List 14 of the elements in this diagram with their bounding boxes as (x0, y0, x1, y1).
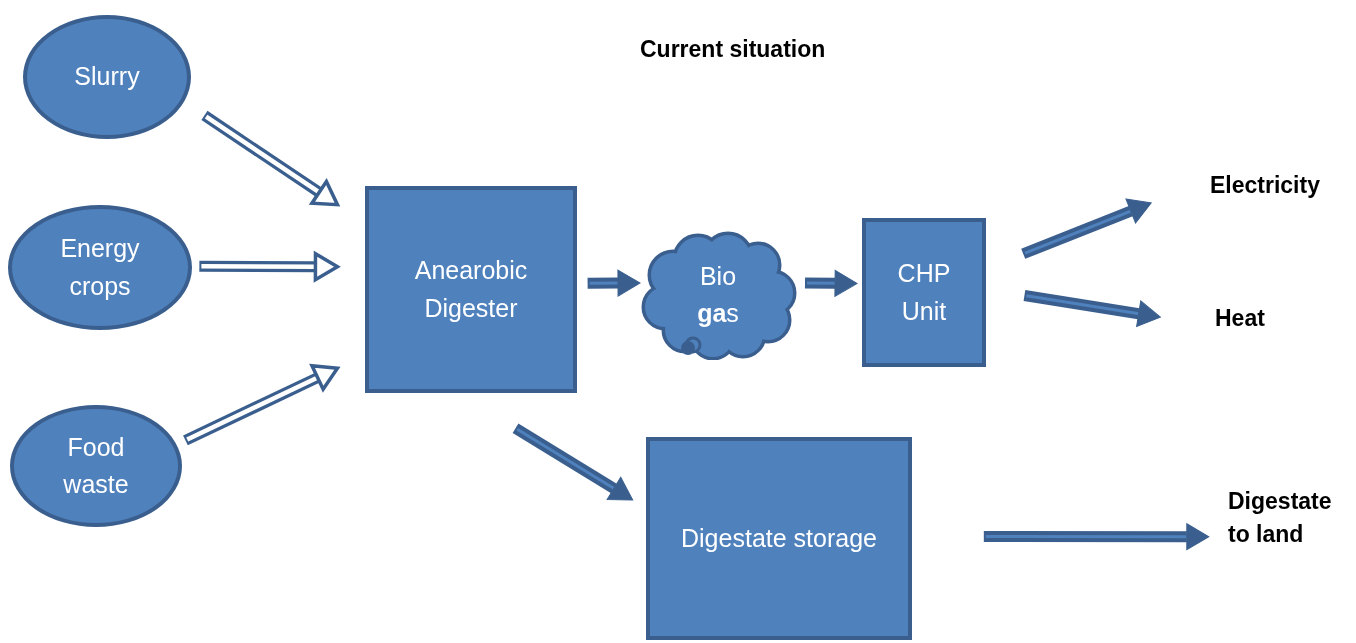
process-box (646, 437, 912, 640)
process-box (862, 218, 986, 367)
node-label: CHP Unit (896, 258, 952, 327)
node-label: Food waste (62, 431, 130, 500)
node-label: Bio gas (696, 260, 740, 329)
node-label: Energy crops (59, 233, 141, 302)
output-label: Electricity (1210, 171, 1321, 201)
node-label: Digestate storage (680, 522, 878, 554)
output-label: Digestate to land (1228, 486, 1333, 549)
process-box (365, 186, 577, 393)
node-label: Slurry (73, 61, 141, 93)
node-label: Anearobic Digester (413, 255, 529, 324)
diagram-title: Current situation (640, 36, 826, 63)
output-label: Heat (1215, 304, 1266, 334)
